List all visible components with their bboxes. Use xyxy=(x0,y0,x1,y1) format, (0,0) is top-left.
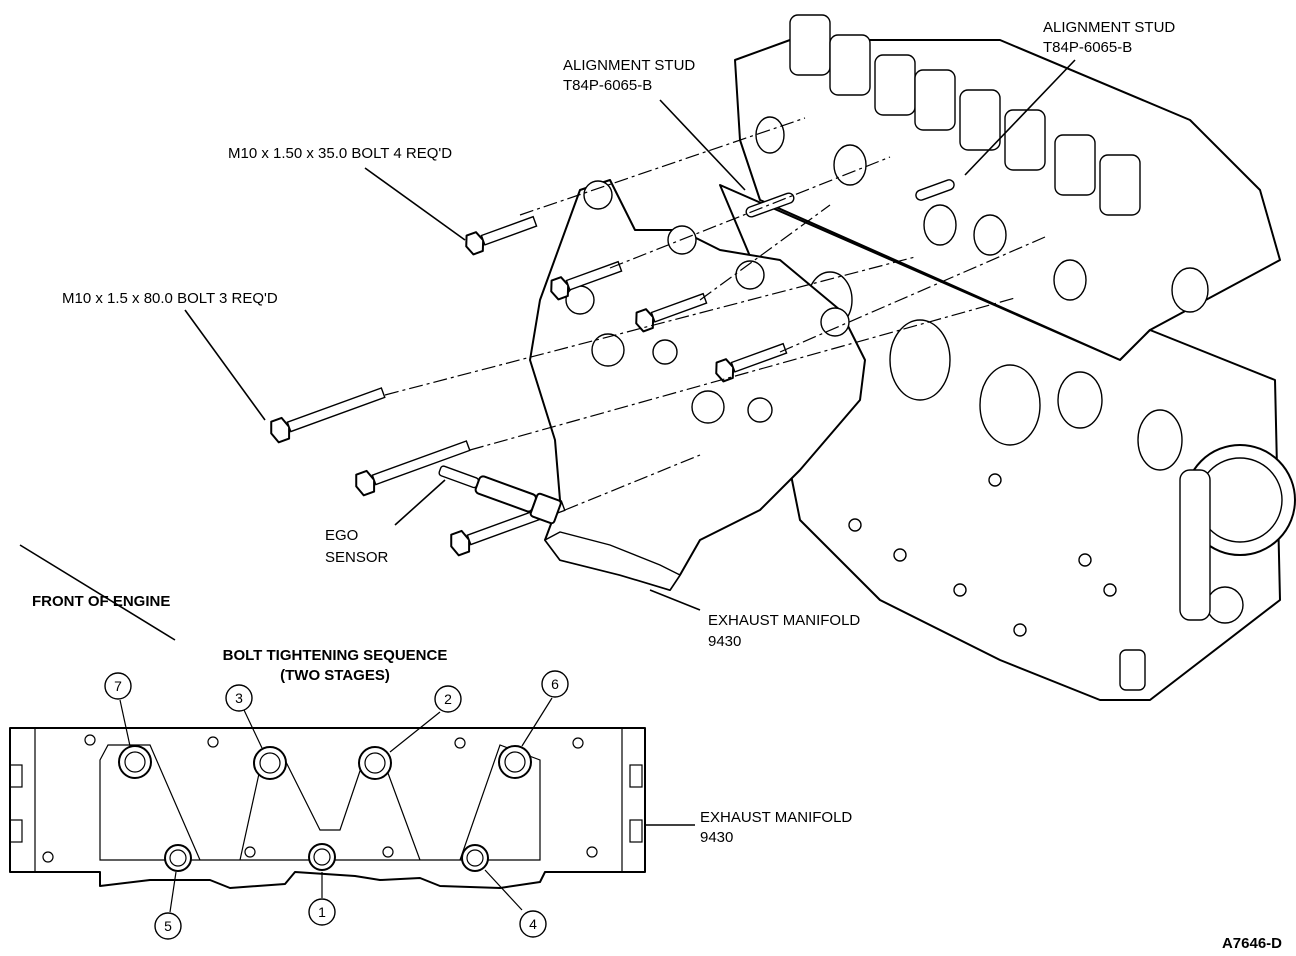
sequence-bolt-2 xyxy=(358,746,392,780)
svg-text:7: 7 xyxy=(114,678,122,694)
exhaust-manifold-bottom-title: EXHAUST MANIFOLD xyxy=(700,809,852,826)
svg-text:2: 2 xyxy=(444,691,452,707)
callout-2: 2 xyxy=(434,685,462,713)
exhaust-manifold-part xyxy=(529,179,866,591)
callout-4: 4 xyxy=(519,910,547,938)
ego-sensor-part xyxy=(438,465,562,525)
figure-code: A7646-D xyxy=(1222,935,1282,952)
fuel-injectors xyxy=(789,14,1141,216)
sequence-bolt-1 xyxy=(308,843,336,871)
ego-sensor-label-line2: SENSOR xyxy=(325,549,389,566)
exhaust-manifold-top-title: EXHAUST MANIFOLD xyxy=(708,612,860,629)
svg-text:5: 5 xyxy=(164,918,172,934)
sequence-bolt-3 xyxy=(253,746,287,780)
exhaust-manifold-bottom-part: 9430 xyxy=(700,829,733,846)
sequence-title-line1: BOLT TIGHTENING SEQUENCE xyxy=(223,647,448,664)
sequence-title-line2: (TWO STAGES) xyxy=(280,667,390,684)
long-bolts xyxy=(270,387,566,557)
sequence-bolts xyxy=(118,745,532,872)
callout-7: 7 xyxy=(104,672,132,700)
callout-5: 5 xyxy=(154,912,182,940)
sequence-callouts: 1 2 3 4 5 6 7 xyxy=(104,670,569,940)
cylinder-head-ports xyxy=(755,116,1209,313)
alignment-stud-left-part: T84P-6065-B xyxy=(563,77,652,94)
sequence-bolt-5 xyxy=(164,844,192,872)
long-bolt-label: M10 x 1.5 x 80.0 BOLT 3 REQ'D xyxy=(62,290,278,307)
callout-1: 1 xyxy=(308,898,336,926)
svg-text:6: 6 xyxy=(551,676,559,692)
short-bolt-label: M10 x 1.50 x 35.0 BOLT 4 REQ'D xyxy=(228,145,452,162)
short-bolts xyxy=(465,215,788,383)
alignment-stud-left-title: ALIGNMENT STUD xyxy=(563,57,695,74)
svg-text:4: 4 xyxy=(529,916,537,932)
svg-text:1: 1 xyxy=(318,904,326,920)
sequence-bolt-4 xyxy=(461,844,489,872)
engine-block xyxy=(719,14,1296,701)
svg-text:3: 3 xyxy=(235,690,243,706)
exhaust-manifold-top-part: 9430 xyxy=(708,633,741,650)
front-of-engine-label: FRONT OF ENGINE xyxy=(32,593,170,610)
block-rail-bolts xyxy=(848,473,1117,637)
ego-sensor-label-line1: EGO xyxy=(325,527,358,544)
callout-6: 6 xyxy=(541,670,569,698)
sequence-bolt-7 xyxy=(118,745,152,779)
sequence-leaders xyxy=(119,697,553,913)
bolt-centerlines xyxy=(384,117,1046,511)
leader-lines xyxy=(19,59,1076,826)
alignment-stud-right-part: T84P-6065-B xyxy=(1043,39,1132,56)
alignment-studs xyxy=(745,179,955,218)
alignment-stud-right-title: ALIGNMENT STUD xyxy=(1043,19,1175,36)
timing-gear xyxy=(1119,444,1296,691)
sequence-bolt-6 xyxy=(498,745,532,779)
callout-3: 3 xyxy=(225,684,253,712)
